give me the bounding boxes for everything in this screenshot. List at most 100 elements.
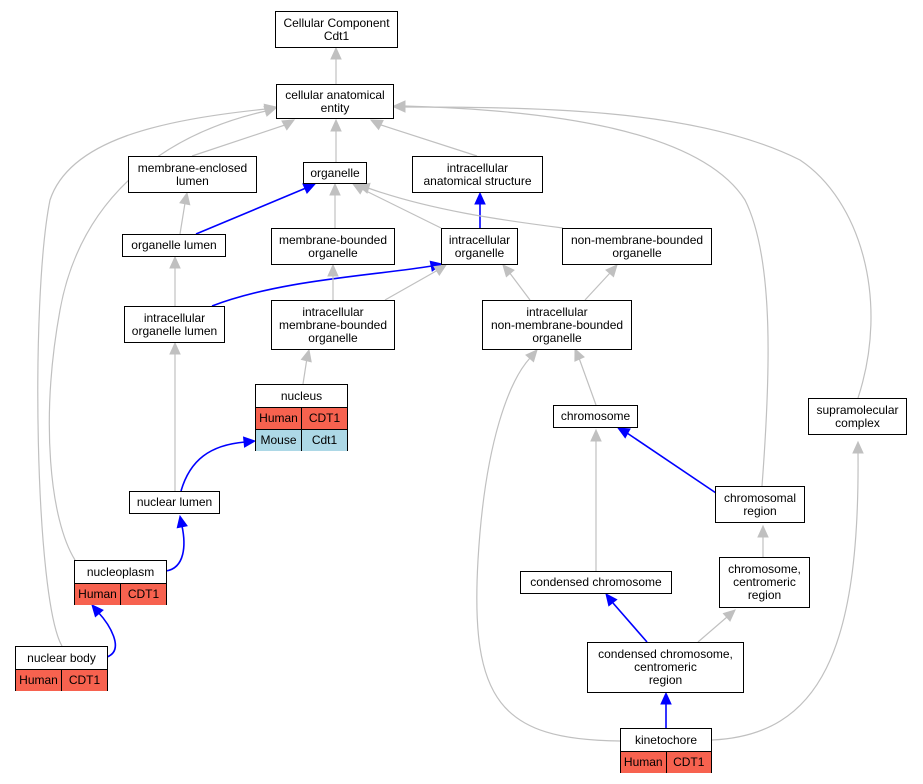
edge-chrreg-cae-line bbox=[403, 105, 769, 487]
edge-nmbo-organelle bbox=[356, 182, 564, 229]
edge-nl-iol bbox=[169, 341, 181, 491]
edge-ol-mel-line bbox=[179, 202, 186, 235]
edge-nuclear-body-cae bbox=[37, 103, 278, 647]
node-nucleus[interactable]: nucleus Human CDT1 Mouse Cdt1 bbox=[255, 384, 348, 451]
edge-nl-iol-arrowhead bbox=[169, 341, 181, 355]
edge-mbo-organelle-arrowhead bbox=[329, 182, 341, 196]
edge-nucleoplasm-cae-line bbox=[48, 110, 267, 561]
edge-ol-mel-arrowhead bbox=[179, 191, 191, 206]
node-cellular-anatomical-entity[interactable]: cellular anatomical entity bbox=[276, 84, 394, 119]
edge-nuclear-body-nucleoplasm bbox=[91, 604, 117, 658]
edge-cccr-condchr bbox=[605, 593, 648, 643]
edge-inmbo-io-arrowhead bbox=[502, 264, 515, 278]
edge-cae-root-arrowhead bbox=[330, 46, 342, 60]
edge-cccr-ccr bbox=[697, 609, 736, 643]
nucleus-title: nucleus bbox=[256, 385, 347, 408]
nuclear-body-title: nuclear body bbox=[16, 647, 107, 670]
edge-nl-nucleus-line bbox=[180, 441, 246, 492]
edge-organelle-cae-arrowhead bbox=[330, 118, 342, 132]
node-non-membrane-bounded-organelle[interactable]: non-membrane-bounded organelle bbox=[562, 228, 712, 265]
edge-nuclear-body-nucleoplasm-arrowhead bbox=[91, 604, 104, 618]
node-intracellular-non-membrane-bounded-organelle[interactable]: intracellular non-membrane-bounded organ… bbox=[482, 300, 632, 350]
kinetochore-title: kinetochore bbox=[621, 729, 711, 752]
edge-kinetochore-cccr-arrowhead bbox=[660, 691, 672, 705]
node-organelle[interactable]: organelle bbox=[303, 162, 367, 184]
edge-io-organelle-line bbox=[361, 188, 442, 229]
edge-imbo-io-line bbox=[384, 269, 439, 301]
gene-cell: Cdt1 bbox=[301, 430, 347, 451]
edge-imbo-io-arrowhead bbox=[433, 264, 448, 276]
edge-kinetochore-supra bbox=[711, 440, 864, 741]
edge-nmbo-organelle-line bbox=[367, 187, 564, 229]
node-cellular-component-cdt1[interactable]: Cellular Component Cdt1 bbox=[275, 11, 398, 48]
edge-inmbo-io-line bbox=[508, 271, 531, 301]
node-nucleoplasm[interactable]: nucleoplasm Human CDT1 bbox=[74, 560, 167, 605]
edge-cccr-ccr-arrowhead bbox=[722, 609, 736, 622]
edge-ccr-chrreg bbox=[757, 524, 769, 557]
gene-cell: CDT1 bbox=[665, 752, 711, 773]
gene-cell: CDT1 bbox=[120, 584, 166, 605]
node-membrane-bounded-organelle[interactable]: membrane-bounded organelle bbox=[271, 228, 395, 265]
edge-ol-organelle-arrowhead bbox=[302, 183, 317, 194]
edge-chrreg-chromosome-line bbox=[626, 432, 717, 494]
node-intracellular-membrane-bounded-organelle[interactable]: intracellular membrane-bounded organelle bbox=[271, 300, 395, 350]
edge-inmbo-nmbo bbox=[584, 264, 618, 301]
edge-imbo-mbo bbox=[327, 263, 339, 300]
nucleus-row-human: Human CDT1 bbox=[256, 408, 347, 429]
node-organelle-lumen[interactable]: organelle lumen bbox=[122, 234, 226, 257]
edge-nuclear-body-cae-arrowhead bbox=[263, 103, 278, 115]
edge-inmbo-io bbox=[502, 264, 531, 301]
species-cell: Human bbox=[16, 670, 61, 691]
edge-mbo-organelle bbox=[329, 182, 341, 228]
node-kinetochore[interactable]: kinetochore Human CDT1 bbox=[620, 728, 712, 773]
species-cell: Mouse bbox=[256, 430, 301, 451]
edge-mel-cae-arrowhead bbox=[281, 119, 296, 131]
edge-chromosome-inmbo bbox=[574, 347, 597, 406]
edge-kinetochore-cccr bbox=[660, 691, 672, 728]
edge-nl-nucleus-arrowhead bbox=[242, 436, 257, 448]
edge-nmbo-organelle-arrowhead bbox=[356, 182, 371, 194]
edge-io-ias-arrowhead bbox=[474, 191, 486, 205]
node-intracellular-organelle[interactable]: intracellular organelle bbox=[441, 228, 518, 265]
edge-ias-cae bbox=[369, 119, 478, 157]
species-cell: Human bbox=[621, 752, 666, 773]
edge-nucleoplasm-nl-arrowhead bbox=[176, 514, 188, 529]
edge-imbo-mbo-arrowhead bbox=[327, 263, 339, 277]
node-intracellular-organelle-lumen[interactable]: intracellular organelle lumen bbox=[124, 306, 225, 343]
species-cell: Human bbox=[256, 408, 301, 429]
edge-nuclear-body-nucleoplasm-line bbox=[97, 611, 117, 658]
edge-iol-ol bbox=[169, 255, 181, 306]
edge-nl-nucleus bbox=[180, 436, 257, 492]
edge-cccr-ccr-line bbox=[697, 616, 728, 643]
gene-cell: CDT1 bbox=[301, 408, 347, 429]
edge-inmbo-nmbo-arrowhead bbox=[605, 264, 618, 278]
edge-nucleus-imbo bbox=[300, 348, 312, 385]
edge-nucleoplasm-nl bbox=[165, 514, 188, 572]
edge-nucleus-imbo-arrowhead bbox=[300, 348, 312, 363]
edge-io-ias bbox=[474, 191, 486, 228]
edge-kinetochore-inmbo bbox=[476, 349, 621, 742]
edge-kinetochore-supra-arrowhead bbox=[852, 440, 864, 454]
node-condensed-chromosome[interactable]: condensed chromosome bbox=[520, 571, 672, 594]
node-supramolecular-complex[interactable]: supramolecular complex bbox=[808, 398, 907, 435]
node-intracellular-anatomical-structure[interactable]: intracellular anatomical structure bbox=[412, 156, 543, 193]
node-chromosome[interactable]: chromosome bbox=[553, 405, 638, 428]
node-chromosome-centromeric-region[interactable]: chromosome, centromeric region bbox=[719, 557, 810, 608]
edge-supra-cae-arrowhead bbox=[392, 101, 406, 113]
edge-ias-cae-line bbox=[380, 124, 478, 157]
node-chromosomal-region[interactable]: chromosomal region bbox=[715, 486, 805, 523]
gene-cell: CDT1 bbox=[61, 670, 107, 691]
node-membrane-enclosed-lumen[interactable]: membrane-enclosed lumen bbox=[128, 156, 257, 193]
node-nuclear-lumen[interactable]: nuclear lumen bbox=[129, 491, 220, 514]
nuclear-body-row-human: Human CDT1 bbox=[16, 670, 107, 691]
edge-supra-cae bbox=[392, 101, 872, 399]
edge-ias-cae-arrowhead bbox=[369, 119, 384, 131]
node-condensed-chromosome-centromeric-region[interactable]: condensed chromosome, centromeric region bbox=[587, 642, 744, 693]
edge-inmbo-nmbo-line bbox=[584, 272, 611, 301]
node-nuclear-body[interactable]: nuclear body Human CDT1 bbox=[15, 646, 108, 691]
edge-mel-cae-line bbox=[191, 124, 286, 157]
edge-organelle-cae bbox=[330, 118, 342, 162]
edge-kinetochore-inmbo-line bbox=[476, 357, 621, 742]
edge-ol-mel bbox=[179, 191, 191, 235]
